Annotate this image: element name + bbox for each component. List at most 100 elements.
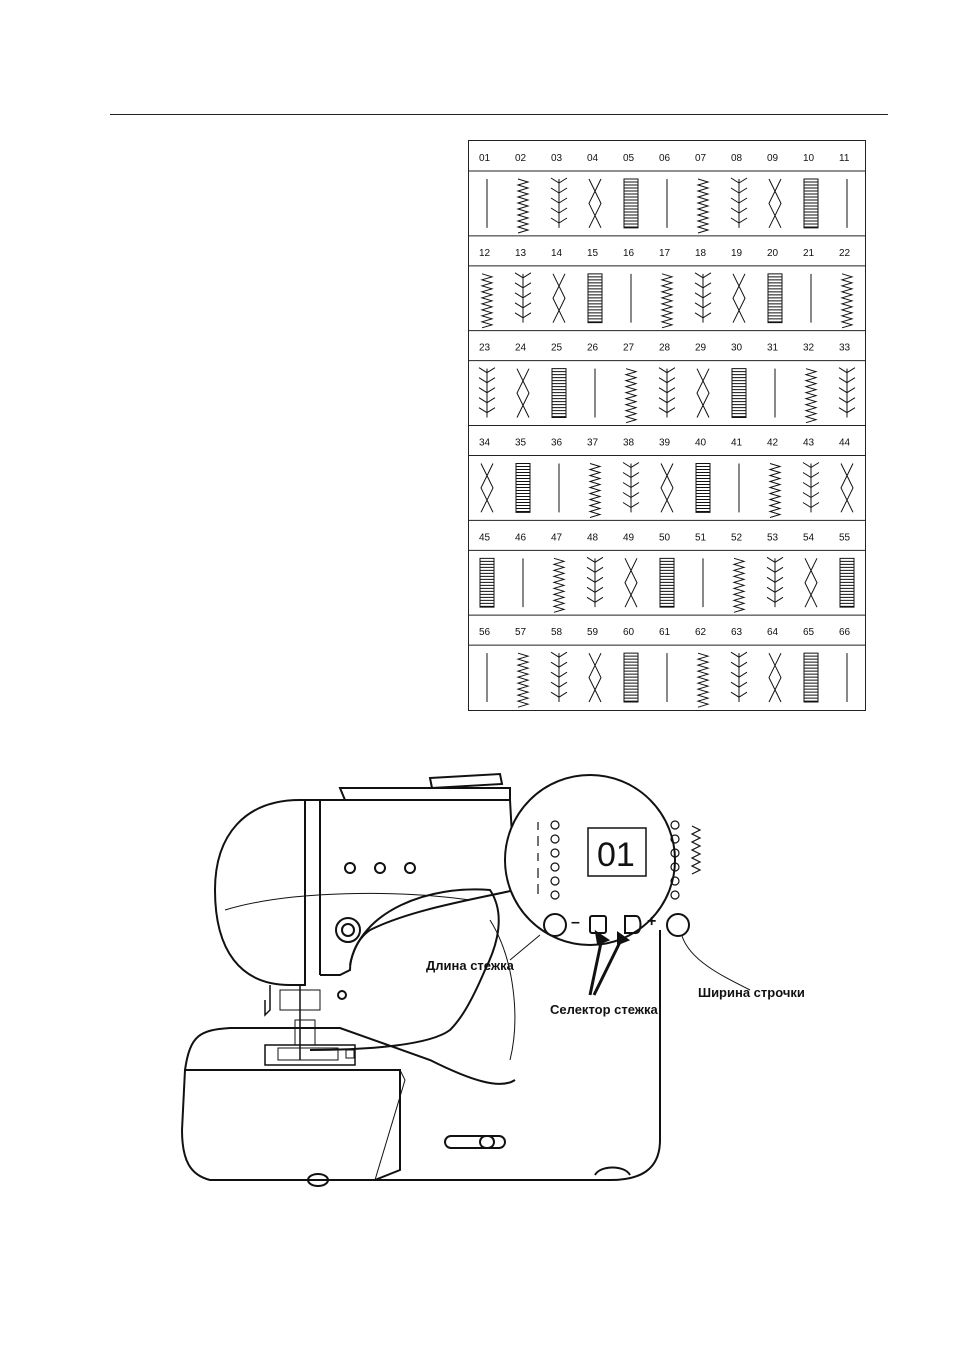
stitch-pattern-43 [803, 463, 819, 513]
bobbin-winder-inner [342, 924, 354, 936]
stitch-number-23: 23 [479, 343, 491, 354]
stitch-pattern-45 [480, 558, 494, 607]
stitch-number-36: 36 [551, 438, 563, 449]
stitch-number-55: 55 [839, 532, 851, 543]
foot-right [595, 1168, 630, 1176]
stitch-pattern-12 [482, 274, 492, 328]
stitch-width-label: Ширина строчки [698, 985, 805, 1000]
stitch-number-34: 34 [479, 438, 491, 449]
stitch-pattern-18 [695, 273, 711, 323]
stitch-pattern-20 [768, 274, 782, 323]
minus-sign: – [571, 914, 580, 932]
stitch-pattern-25 [552, 369, 566, 418]
stitch-number-48: 48 [587, 532, 599, 543]
stitch-pattern-42 [770, 464, 780, 518]
stitch-selector-label: Селектор стежка [550, 1002, 658, 1017]
stitch-number-13: 13 [515, 248, 527, 259]
stitch-pattern-02 [518, 179, 528, 233]
stitch-pattern-63 [731, 652, 747, 702]
stitch-number-47: 47 [551, 532, 563, 543]
stitch-number-15: 15 [587, 248, 599, 259]
stitch-pattern-30 [732, 369, 746, 418]
stitch-pattern-62 [698, 653, 708, 707]
stitch-number-11: 11 [839, 153, 850, 164]
stitch-number-63: 63 [731, 627, 743, 638]
stitch-number-19: 19 [731, 248, 743, 259]
slide-switch [445, 1136, 505, 1148]
stitch-pattern-50 [660, 558, 674, 607]
stitch-number-03: 03 [551, 153, 563, 164]
presser-foot [295, 1020, 315, 1045]
stitch-pattern-60 [624, 653, 638, 702]
stitch-number-46: 46 [515, 532, 527, 543]
stitch-pattern-04 [589, 179, 601, 228]
stitch-pattern-33 [839, 368, 855, 418]
stitch-pattern-38 [623, 463, 639, 513]
stitch-number-14: 14 [551, 248, 563, 259]
control-button-3 [405, 863, 415, 873]
stitch-number-66: 66 [839, 627, 851, 638]
control-button-1 [345, 863, 355, 873]
plus-sign: + [647, 913, 656, 931]
stitch-number-64: 64 [767, 627, 779, 638]
top-cover [340, 788, 510, 800]
stitch-pattern-14 [553, 274, 565, 323]
thread-guide [305, 800, 320, 975]
stitch-number-26: 26 [587, 343, 599, 354]
stitch-pattern-15 [588, 274, 602, 323]
stitch-pattern-65 [804, 653, 818, 702]
stitch-pattern-27 [626, 369, 636, 423]
stitch-pattern-13 [515, 273, 531, 323]
stitch-number-38: 38 [623, 438, 635, 449]
stitch-pattern-10 [804, 179, 818, 228]
stitch-number-33: 33 [839, 343, 851, 354]
stitch-number-06: 06 [659, 153, 671, 164]
stitch-number-44: 44 [839, 438, 851, 449]
stitch-number-display: 01 [597, 836, 635, 875]
stitch-number-56: 56 [479, 627, 491, 638]
stitch-pattern-57 [518, 653, 528, 707]
stitch-number-21: 21 [803, 248, 815, 259]
stitch-number-22: 22 [839, 248, 851, 259]
arrow-2 [594, 938, 622, 995]
stitch-pattern-23 [479, 368, 495, 418]
stitch-number-59: 59 [587, 627, 599, 638]
stitch-pattern-48 [587, 557, 603, 607]
stitch-pattern-09 [769, 179, 781, 228]
stitch-pattern-54 [805, 558, 817, 607]
control-button-2 [375, 863, 385, 873]
stitch-number-32: 32 [803, 343, 815, 354]
stitch-pattern-29 [697, 369, 709, 418]
stitch-number-05: 05 [623, 153, 635, 164]
stitch-pattern-49 [625, 558, 637, 607]
stitch-number-12: 12 [479, 248, 491, 259]
stitch-number-27: 27 [623, 343, 635, 354]
stitch-pattern-19 [733, 274, 745, 323]
stitch-number-54: 54 [803, 532, 815, 543]
slide-switch-knob [480, 1136, 494, 1148]
stitch-pattern-28 [659, 368, 675, 418]
stitch-number-61: 61 [659, 627, 671, 638]
stitch-pattern-52 [734, 558, 744, 612]
stitch-number-51: 51 [695, 532, 707, 543]
machine-arm [320, 800, 515, 975]
stitch-number-24: 24 [515, 343, 527, 354]
stitch-pattern-47 [554, 558, 564, 612]
stitch-number-60: 60 [623, 627, 635, 638]
free-arm [182, 1070, 400, 1180]
stitch-number-25: 25 [551, 343, 563, 354]
stitch-number-39: 39 [659, 438, 671, 449]
stitch-number-02: 02 [515, 153, 527, 164]
bed-top [185, 1028, 515, 1084]
stitch-pattern-24 [517, 369, 529, 418]
stitch-number-57: 57 [515, 627, 527, 638]
stitch-pattern-07 [698, 179, 708, 233]
stitch-number-18: 18 [695, 248, 707, 259]
stitch-number-04: 04 [587, 153, 599, 164]
stitch-pattern-22 [842, 274, 852, 328]
stitch-number-43: 43 [803, 438, 815, 449]
arrow-1 [590, 938, 602, 995]
stitch-number-16: 16 [623, 248, 635, 259]
stitch-number-41: 41 [731, 438, 743, 449]
